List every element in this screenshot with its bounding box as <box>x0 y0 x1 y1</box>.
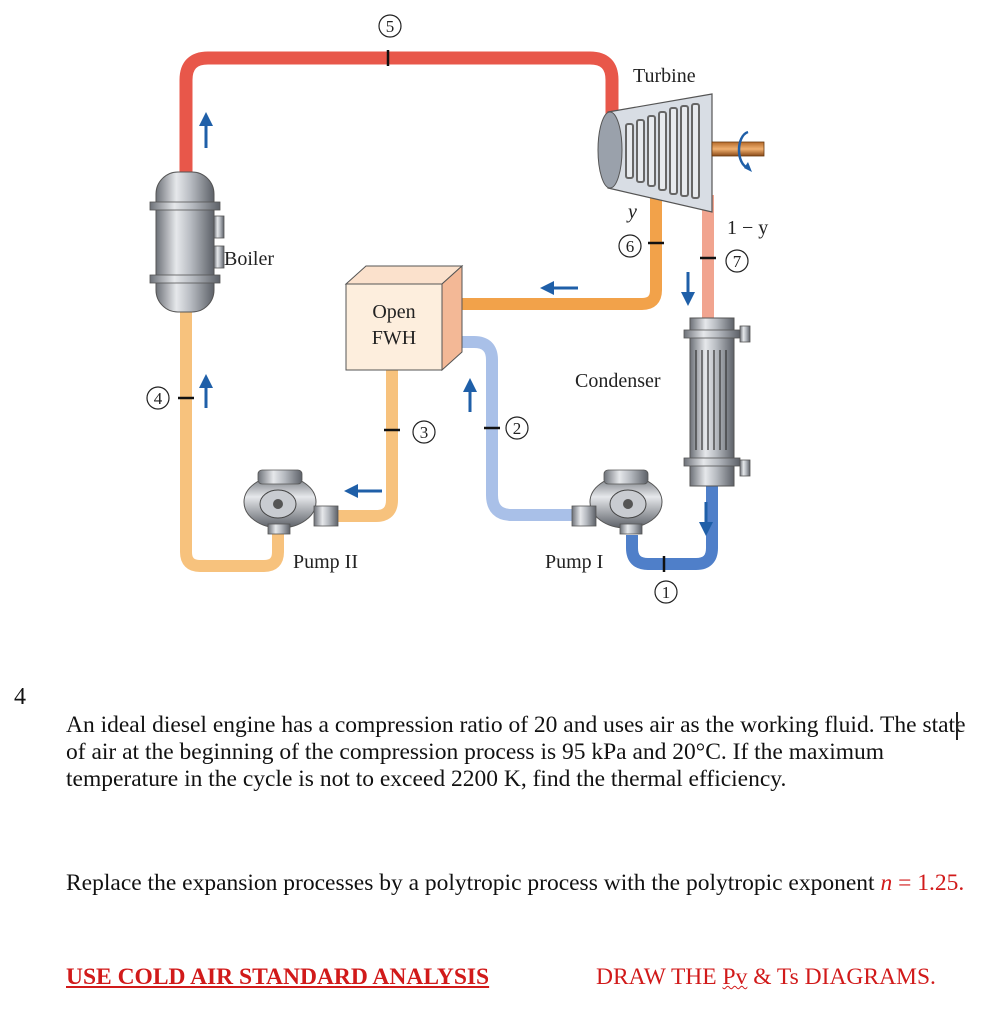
state-3-label: 3 <box>420 423 429 442</box>
pump-i-label: Pump I <box>545 551 603 573</box>
state-6-label: 6 <box>626 237 635 256</box>
boiler <box>149 171 225 313</box>
diagram-instruction-prefix: DRAW THE <box>596 964 723 990</box>
flow-arrow-up-state4 <box>199 374 213 408</box>
fwh-label-line1: Open <box>372 301 415 323</box>
pipe-feedwater-3 <box>334 368 398 522</box>
flow-arrow-left-pump2 <box>344 484 382 498</box>
state-4-label: 4 <box>154 389 163 408</box>
exhaust-fraction-label: 1 − y <box>727 217 768 239</box>
diagram-instruction: DRAW THE Pv & Ts DIAGRAMS. <box>596 964 936 991</box>
condenser <box>683 317 751 487</box>
exponent-symbol: n <box>880 870 893 896</box>
state-5-label: 5 <box>386 17 395 36</box>
problem-number: 4 <box>14 684 26 710</box>
pump-ii <box>243 469 339 535</box>
condenser-label: Condenser <box>575 370 661 392</box>
pipe-bleed-steam <box>458 182 662 310</box>
pipe-hot-steam <box>179 51 619 175</box>
flow-arrow-down-exhaust <box>681 272 695 306</box>
state-1-label: 1 <box>662 583 671 602</box>
pump-ii-label: Pump II <box>293 551 358 573</box>
flow-arrow-left-bleed <box>540 281 578 295</box>
state-7-label: 7 <box>733 252 742 271</box>
flow-arrow-up-boiler <box>199 112 213 148</box>
cold-air-standard-instruction: USE COLD AIR STANDARD ANALYSIS <box>66 964 490 990</box>
pipe-condensate <box>626 480 718 570</box>
rankine-cycle-diagram: Boiler Turbine Open FWH <box>146 14 768 604</box>
turbine <box>597 93 765 213</box>
pipe-feedwater-4 <box>180 312 284 572</box>
text-cursor <box>956 712 958 740</box>
polytropic-note-text: Replace the expansion processes by a pol… <box>66 870 881 896</box>
pv-diagram-term: Pv <box>722 964 748 990</box>
polytropic-note: Replace the expansion processes by a pol… <box>66 870 966 897</box>
exponent-value: = 1.25. <box>892 870 965 896</box>
state-2-label: 2 <box>513 419 522 438</box>
diagram-instruction-suffix: & Ts DIAGRAMS. <box>747 964 936 990</box>
boiler-label: Boiler <box>224 248 274 270</box>
turbine-label: Turbine <box>633 65 696 87</box>
pump-i <box>571 469 663 535</box>
open-fwh <box>344 264 464 372</box>
flow-arrow-down-condensate <box>699 502 713 536</box>
fwh-label-line2: FWH <box>372 327 416 349</box>
bleed-fraction-label: y <box>626 201 637 223</box>
flow-arrow-up-state2 <box>463 378 477 412</box>
problem-statement: An ideal diesel engine has a compression… <box>66 712 966 792</box>
